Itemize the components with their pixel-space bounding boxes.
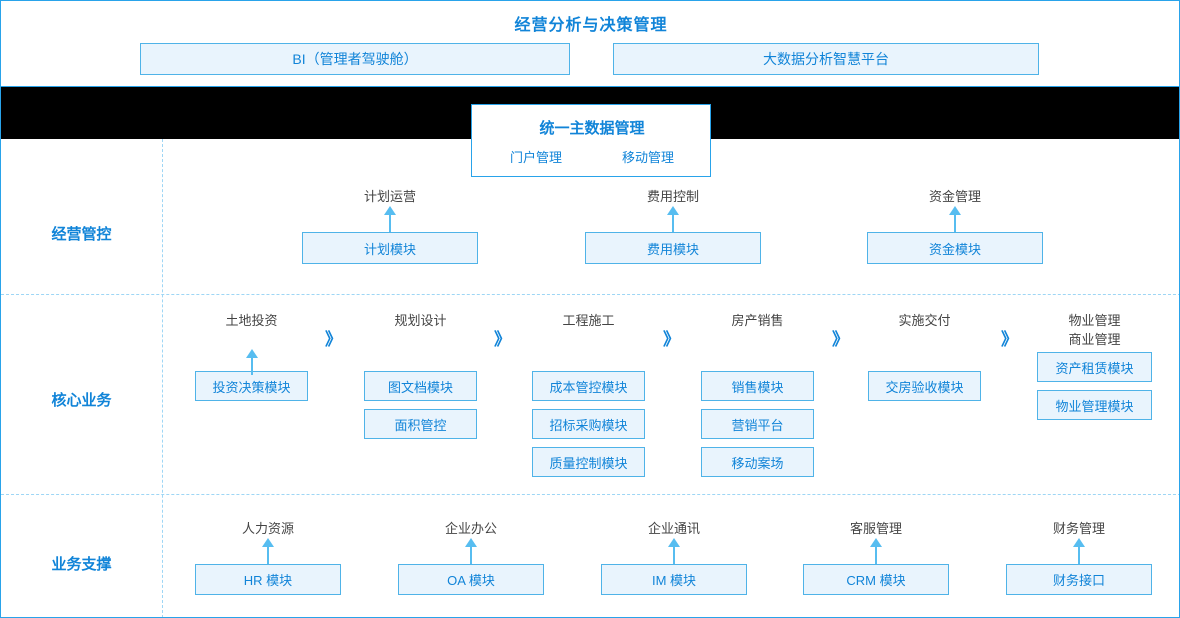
module-box[interactable]: 物业管理模块 xyxy=(1037,390,1152,420)
column-caption: 物业管理 商业管理 xyxy=(1068,313,1121,347)
column-caption: 客服管理 xyxy=(849,521,902,536)
up-arrow-icon xyxy=(601,538,747,564)
chevron-right-icon: 》 xyxy=(325,330,342,349)
column-cost-control: 费用控制 费用模块 xyxy=(585,187,761,264)
up-arrow-icon xyxy=(195,538,341,564)
column-fund-management: 资金管理 资金模块 xyxy=(867,187,1043,264)
column-caption: 计划运营 xyxy=(363,189,416,204)
up-arrow-icon xyxy=(302,206,478,232)
module-box[interactable]: 交房验收模块 xyxy=(868,371,981,401)
layers-grid: 经营管控 核心业务 业务支撑 计划运营 计划模块 费用控制 费用模块 资金管理 … xyxy=(1,139,1179,617)
column-planning-design: 规划设计 图文档模块 面积管控 xyxy=(364,311,477,439)
column-customer-service: 客服管理 CRM 模块 xyxy=(803,519,949,595)
up-arrow-icon xyxy=(1006,538,1152,564)
master-data-title: 统一主数据管理 xyxy=(539,120,645,137)
module-box[interactable]: 质量控制模块 xyxy=(532,447,645,477)
spacer xyxy=(701,349,814,371)
spacer xyxy=(364,349,477,371)
mobile-management-link[interactable]: 移动管理 xyxy=(621,150,674,165)
module-box[interactable]: 投资决策模块 xyxy=(195,371,308,401)
column-caption: 土地投资 xyxy=(225,313,278,328)
column-human-resources: 人力资源 HR 模块 xyxy=(195,519,341,595)
column-finance: 财务管理 财务接口 xyxy=(1006,519,1152,595)
vertical-divider xyxy=(162,139,163,617)
decision-analysis-section: 经营分析与决策管理 BI（管理者驾驶舱） 大数据分析智慧平台 xyxy=(1,1,1179,87)
up-arrow-icon xyxy=(398,538,544,564)
column-property-sales: 房产销售 销售模块 营销平台 移动案场 xyxy=(701,311,814,477)
module-box[interactable]: 面积管控 xyxy=(364,409,477,439)
up-arrow-icon xyxy=(867,206,1043,232)
module-box[interactable]: HR 模块 xyxy=(195,564,341,595)
chevron-right-icon: 》 xyxy=(494,330,511,349)
up-arrow-icon xyxy=(803,538,949,564)
module-box[interactable]: 资产租赁模块 xyxy=(1037,352,1152,382)
portal-management-link[interactable]: 门户管理 xyxy=(509,150,562,165)
chevron-right-icon: 》 xyxy=(832,330,849,349)
column-caption: 房产销售 xyxy=(731,313,784,328)
module-box[interactable]: 资金模块 xyxy=(867,232,1043,264)
column-office-automation: 企业办公 OA 模块 xyxy=(398,519,544,595)
row-divider-1 xyxy=(1,294,1179,295)
column-property-management: 物业管理 商业管理 资产租赁模块 物业管理模块 xyxy=(1037,311,1152,420)
column-caption: 人力资源 xyxy=(241,521,294,536)
column-construction: 工程施工 成本管控模块 招标采购模块 质量控制模块 xyxy=(532,311,645,477)
master-data-links: 门户管理 移动管理 xyxy=(472,147,712,166)
module-box[interactable]: 费用模块 xyxy=(585,232,761,264)
row-label-business-support: 业务支撑 xyxy=(51,556,112,573)
module-box[interactable]: IM 模块 xyxy=(601,564,747,595)
spacer xyxy=(532,349,645,371)
row-label-core-business: 核心业务 xyxy=(51,392,112,409)
module-box[interactable]: 招标采购模块 xyxy=(532,409,645,439)
module-box[interactable]: 销售模块 xyxy=(701,371,814,401)
column-caption: 实施交付 xyxy=(898,313,951,328)
column-caption: 工程施工 xyxy=(562,313,615,328)
module-box[interactable]: 计划模块 xyxy=(302,232,478,264)
column-plan-operations: 计划运营 计划模块 xyxy=(302,187,478,264)
page-title: 经营分析与决策管理 xyxy=(514,17,668,34)
column-delivery: 实施交付 交房验收模块 xyxy=(868,311,981,401)
bigdata-platform-box[interactable]: 大数据分析智慧平台 xyxy=(613,43,1039,75)
module-box[interactable]: 财务接口 xyxy=(1006,564,1152,595)
row-divider-2 xyxy=(1,494,1179,495)
column-caption: 企业通讯 xyxy=(647,521,700,536)
chevron-right-icon: 》 xyxy=(663,330,680,349)
column-caption: 费用控制 xyxy=(646,189,699,204)
row-label-operations: 经营管控 xyxy=(51,226,112,243)
module-box[interactable]: OA 模块 xyxy=(398,564,544,595)
module-box[interactable]: 成本管控模块 xyxy=(532,371,645,401)
module-box[interactable]: 营销平台 xyxy=(701,409,814,439)
up-arrow-icon xyxy=(195,349,308,375)
chevron-right-icon: 》 xyxy=(1001,330,1018,349)
column-caption: 企业办公 xyxy=(444,521,497,536)
column-instant-messaging: 企业通讯 IM 模块 xyxy=(601,519,747,595)
column-caption: 财务管理 xyxy=(1052,521,1105,536)
module-box[interactable]: 移动案场 xyxy=(701,447,814,477)
column-caption: 规划设计 xyxy=(394,313,447,328)
up-arrow-icon xyxy=(585,206,761,232)
column-caption: 资金管理 xyxy=(928,189,981,204)
module-box[interactable]: CRM 模块 xyxy=(803,564,949,595)
column-land-investment: 土地投资 投资决策模块 xyxy=(195,311,308,401)
module-box[interactable]: 图文档模块 xyxy=(364,371,477,401)
spacer xyxy=(868,349,981,371)
bi-platform-box[interactable]: BI（管理者驾驶舱） xyxy=(140,43,570,75)
master-data-card: 统一主数据管理 门户管理 移动管理 xyxy=(471,104,711,177)
